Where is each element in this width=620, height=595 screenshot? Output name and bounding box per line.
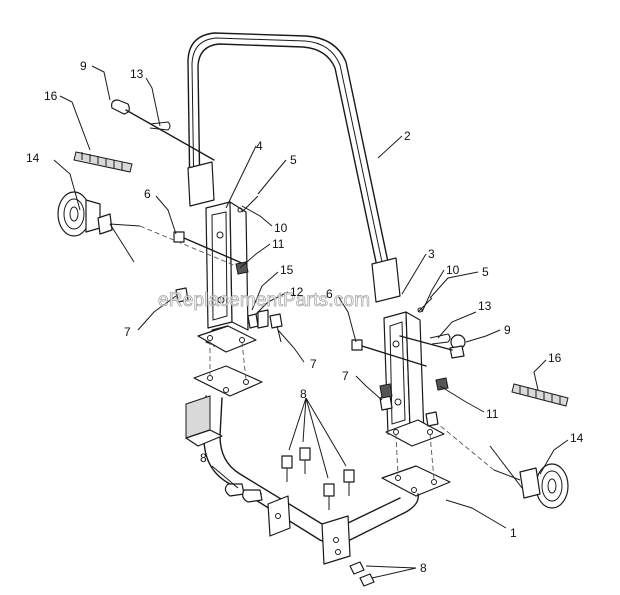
watermark-text: eReplacementParts.com — [158, 290, 370, 311]
right-lower-post — [381, 419, 451, 497]
callout-7-right: 7 — [342, 369, 349, 383]
left-lower-post — [193, 325, 263, 397]
detent-strip-right — [511, 383, 569, 407]
callout-14-right: 14 — [570, 431, 584, 445]
base-frame — [185, 395, 419, 565]
callout-9-right: 9 — [504, 323, 511, 337]
callout-11-left: 11 — [272, 237, 285, 251]
leader-lines — [53, 65, 569, 579]
beacon-light-left — [57, 191, 237, 267]
callout-12: 12 — [290, 285, 304, 299]
callout-10-right: 10 — [446, 263, 460, 277]
callout-6-right: 6 — [326, 287, 333, 301]
callout-5-left: 5 — [290, 153, 297, 167]
callout-10-left: 10 — [274, 221, 288, 235]
nuts-and-washers — [235, 207, 449, 399]
callout-1: 1 — [510, 526, 517, 540]
callout-7-center: 7 — [310, 357, 317, 371]
callout-6-left: 6 — [144, 187, 151, 201]
callout-labels: 1 2 3 4 5 5 6 6 7 7 7 8 8 8 9 9 10 10 11… — [26, 59, 584, 575]
callout-15: 15 — [280, 263, 294, 277]
callout-8-top: 8 — [300, 387, 307, 401]
callout-9-left: 9 — [80, 59, 87, 73]
callout-8-left: 8 — [200, 451, 207, 465]
callout-16-left: 16 — [44, 89, 58, 103]
callout-5-right: 5 — [482, 265, 489, 279]
callout-8-bottom: 8 — [420, 561, 427, 575]
callout-14-left: 14 — [26, 151, 40, 165]
detent-strip-left — [73, 151, 133, 173]
hair-pins-13 — [149, 121, 451, 345]
right-upright-bracket — [383, 311, 425, 437]
beacon-light-right — [437, 423, 569, 509]
mounting-bolts — [224, 447, 375, 587]
callout-2: 2 — [404, 129, 411, 143]
callout-3: 3 — [428, 247, 435, 261]
rollbar-hoop — [187, 32, 401, 303]
callout-4: 4 — [256, 139, 263, 153]
callout-13-left: 13 — [130, 67, 144, 81]
lock-pins-9 — [111, 99, 466, 359]
callout-7-left: 7 — [124, 325, 131, 339]
callout-13-right: 13 — [478, 299, 492, 313]
callout-11-right: 11 — [486, 407, 499, 421]
callout-16-right: 16 — [548, 351, 562, 365]
